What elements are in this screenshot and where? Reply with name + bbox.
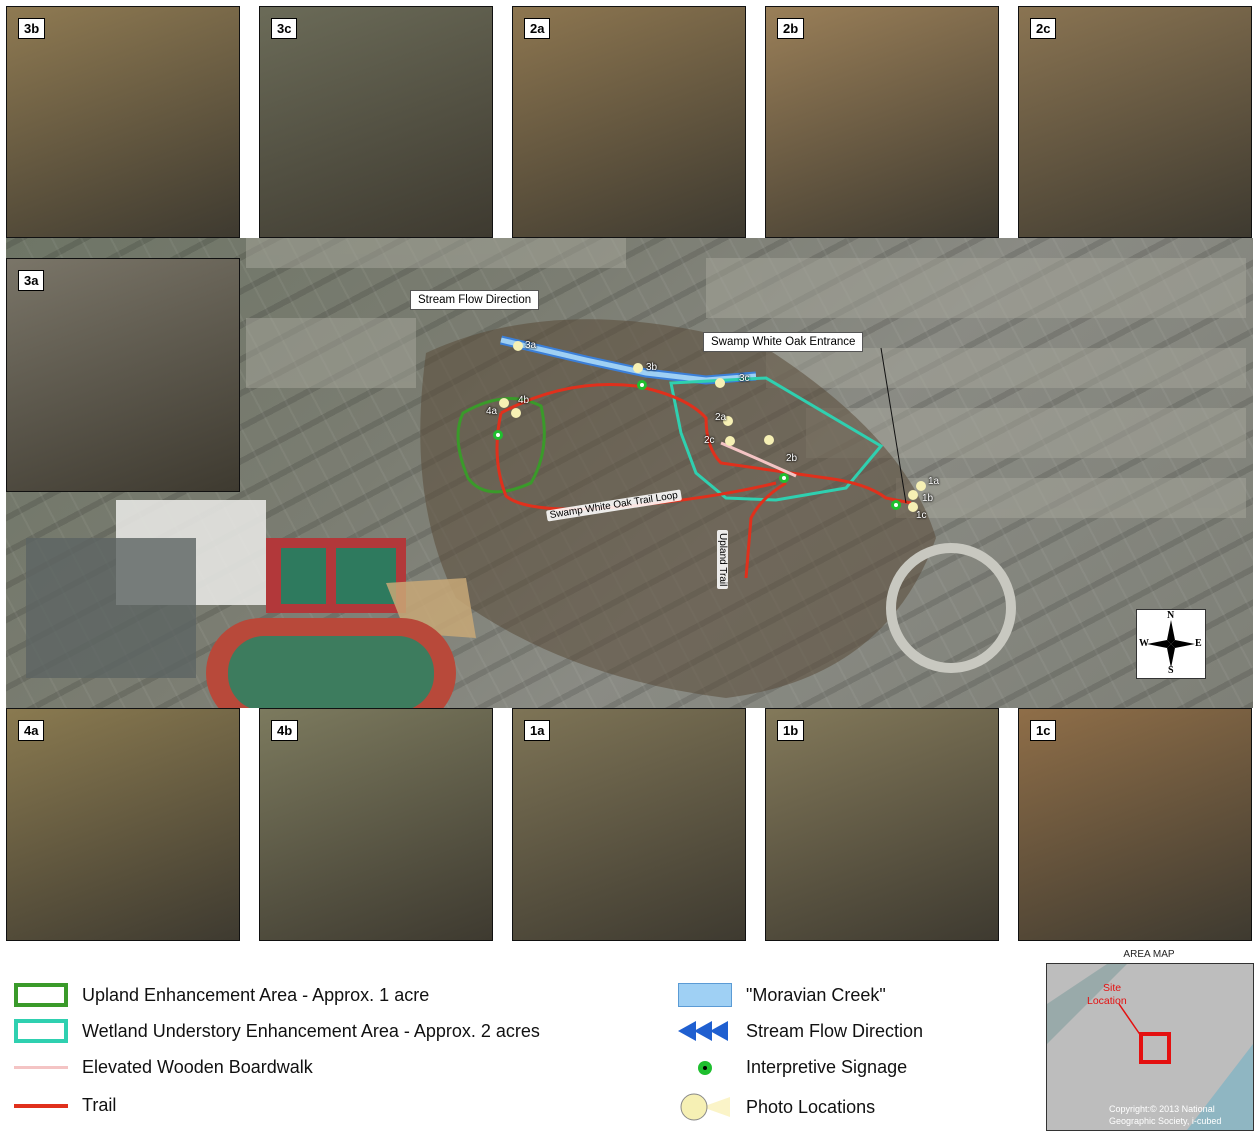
upland-swatch — [14, 983, 68, 1007]
stream-flow-label: Stream Flow Direction — [410, 290, 540, 310]
parking-lot — [26, 538, 196, 678]
photo-point-label: 1c — [916, 510, 927, 521]
photo-4a: 4a — [6, 708, 240, 941]
legend-trail: Trail — [14, 1095, 116, 1116]
forest-area — [420, 319, 936, 698]
map-overlay — [26, 238, 1246, 708]
legend-photos: Photo Locations — [678, 1093, 875, 1121]
legend-signage: Interpretive Signage — [678, 1057, 907, 1078]
compass-n: N — [1167, 610, 1175, 621]
legend-creek: "Moravian Creek" — [678, 983, 886, 1007]
aerial-map: Stream Flow Direction Swamp White Oak En… — [6, 238, 1253, 708]
site-label-2: Location — [1087, 995, 1127, 1007]
signage-markers — [493, 380, 901, 510]
wetland-area — [669, 376, 884, 502]
legend-wetland: Wetland Understory Enhancement Area - Ap… — [14, 1019, 540, 1043]
photo-1c: 1c — [1018, 708, 1252, 941]
photo-1b: 1b — [765, 708, 999, 941]
photo-point-label: 2a — [715, 412, 727, 423]
photo-3b: 3b — [6, 6, 240, 238]
photo-point-label: 4a — [486, 406, 498, 417]
photo-2a: 2a — [512, 6, 746, 238]
wetland-swatch — [14, 1019, 68, 1043]
creek-swatch — [678, 983, 732, 1007]
photo-2c: 2c — [1018, 6, 1252, 238]
legend-upland: Upland Enhancement Area - Approx. 1 acre — [14, 983, 429, 1007]
signage-icon — [698, 1060, 712, 1075]
entrance-label: Swamp White Oak Entrance — [703, 332, 864, 352]
copyright-1: Copyright:© 2013 National — [1109, 1104, 1215, 1114]
compass-rose: N S E W — [1136, 609, 1206, 679]
photo-4b: 4b — [259, 708, 493, 941]
photo-point-label: 3b — [646, 362, 658, 373]
compass-icon — [1147, 620, 1195, 668]
circle-drive — [886, 543, 1016, 673]
photo-location-icon — [680, 1093, 730, 1121]
upland-trail-label: Upland Trail — [717, 530, 728, 590]
photo-3a: 3a — [6, 258, 240, 492]
legend-flow: Stream Flow Direction — [678, 1019, 923, 1043]
upland-area — [456, 396, 546, 494]
photo-point-label: 4b — [518, 395, 530, 406]
photo-point-label: 1b — [922, 493, 934, 504]
photo-1a: 1a — [512, 708, 746, 941]
photo-point-label: 1a — [928, 476, 940, 487]
legend: Upland Enhancement Area - Approx. 1 acre… — [0, 945, 1257, 1134]
photo-2b: 2b — [765, 6, 999, 238]
site-label-1: Site — [1103, 982, 1122, 994]
photo-point-markers — [499, 341, 926, 512]
photo-point-label: 2c — [704, 435, 715, 446]
boardwalk-swatch — [14, 1066, 68, 1069]
inset-title: AREA MAP — [1123, 949, 1175, 960]
inset-map — [1047, 964, 1253, 1130]
legend-boardwalk: Elevated Wooden Boardwalk — [14, 1057, 313, 1078]
compass-s: S — [1168, 665, 1174, 676]
site-marker — [1139, 1032, 1171, 1064]
entrance-pointer — [880, 347, 907, 504]
boardwalk — [720, 441, 797, 478]
photo-point-label: 3c — [739, 373, 750, 384]
flow-arrow-icon — [678, 1021, 728, 1041]
trail-swatch — [14, 1103, 68, 1108]
copyright-2: Geographic Society, i-cubed — [1109, 1116, 1222, 1126]
compass-e: E — [1195, 638, 1202, 649]
photo-3c: 3c — [259, 6, 493, 238]
area-map-inset: Site Location Copyright:© 2013 National … — [1046, 963, 1254, 1131]
photo-point-label: 3a — [525, 340, 537, 351]
photo-point-label: 2b — [786, 453, 798, 464]
compass-w: W — [1139, 638, 1149, 649]
